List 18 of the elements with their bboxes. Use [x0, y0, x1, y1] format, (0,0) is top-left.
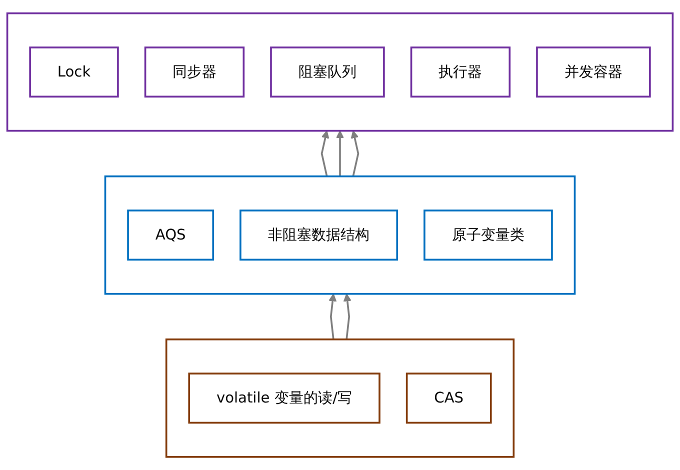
arrow [336, 130, 344, 176]
arrow [328, 293, 337, 340]
node-box: 执行器 [410, 46, 511, 98]
node-box: 并发容器 [536, 46, 651, 98]
arrow [350, 130, 360, 176]
node-box: 阻塞队列 [270, 46, 385, 98]
cluster [6, 12, 674, 132]
arrow [343, 293, 352, 340]
cluster [165, 338, 515, 458]
cluster [104, 175, 576, 295]
node-box: CAS [406, 372, 492, 424]
arrow [320, 130, 330, 176]
node-box: Lock [29, 46, 119, 98]
node-box: volatile 变量的读/写 [188, 372, 380, 424]
node-box: 同步器 [144, 46, 245, 98]
node-box: AQS [127, 210, 214, 260]
node-box: 非阻塞数据结构 [240, 210, 398, 260]
node-box: 原子变量类 [424, 210, 553, 260]
